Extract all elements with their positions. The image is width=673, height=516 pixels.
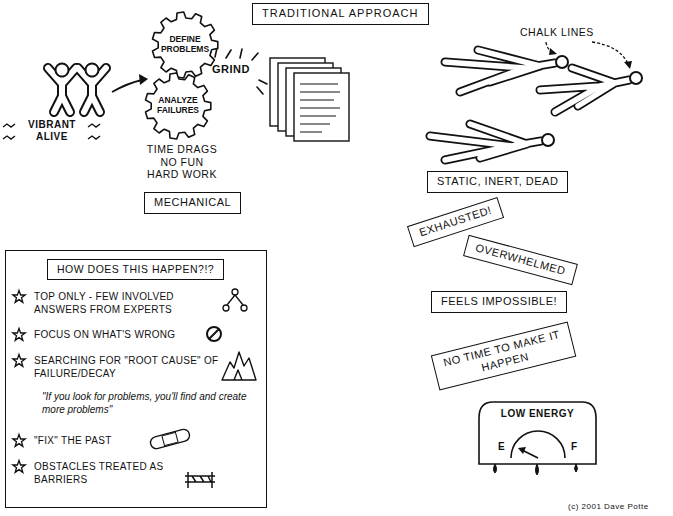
no-sign-ring bbox=[207, 327, 221, 341]
no-sign-icon bbox=[207, 327, 221, 341]
chalk-inner bbox=[430, 124, 541, 160]
title-box: TRADITIONAL APPROACH bbox=[252, 3, 429, 25]
chalk-head bbox=[542, 134, 554, 146]
list-item: SEARCHING FOR "ROOT CAUSE" OF FAILURE/DE… bbox=[34, 355, 219, 380]
needle-head bbox=[518, 447, 526, 454]
note-label: CHALK LINES bbox=[520, 26, 594, 39]
paper-sheet bbox=[294, 73, 349, 141]
gear-text: ANALYZE FAILURES bbox=[153, 96, 203, 116]
hierarchy-dot bbox=[241, 305, 247, 311]
gear-body bbox=[153, 12, 218, 78]
gauge-drips bbox=[494, 464, 578, 475]
bullet-star bbox=[13, 435, 25, 447]
list-item: "FIX" THE PAST bbox=[34, 435, 144, 448]
chalk-outline bbox=[540, 68, 629, 112]
grind-sparks bbox=[204, 48, 267, 94]
chalk-inner bbox=[445, 50, 555, 92]
tilted-band: NO TIME TO MAKE IT HAPPEN bbox=[431, 321, 576, 390]
hierarchy-lines bbox=[227, 295, 243, 305]
flow-arrow bbox=[112, 80, 142, 92]
label-box: FEELS IMPOSSIBLE! bbox=[431, 291, 567, 313]
paper-stack bbox=[270, 58, 349, 141]
chalk-outlines bbox=[430, 50, 642, 160]
mechanical-box: MECHANICAL bbox=[144, 192, 241, 214]
list-panel: TOP ONLY - FEW INVOLVED ANSWERS FROM EXP… bbox=[5, 250, 267, 508]
note-label: VIBRANT ALIVE bbox=[18, 119, 86, 143]
list-item: "If you look for problems, you'll find a… bbox=[42, 391, 252, 416]
paper-scribbles bbox=[300, 84, 340, 132]
arrow-head bbox=[139, 74, 148, 85]
hierarchy-dot bbox=[223, 305, 229, 311]
chalk-head bbox=[556, 56, 568, 68]
box-text: MECHANICAL bbox=[154, 196, 231, 210]
gauge-text: LOW ENERGY bbox=[475, 408, 600, 419]
heading-box: HOW DOES THIS HAPPEN?!? bbox=[47, 259, 224, 280]
hierarchy-dot bbox=[232, 289, 238, 295]
figure-head bbox=[56, 64, 69, 77]
box-text: EXHAUSTED! bbox=[418, 204, 494, 240]
figure-head bbox=[86, 64, 99, 77]
bandage-pad bbox=[162, 432, 178, 445]
bullet-star bbox=[13, 461, 25, 473]
chalk-head bbox=[630, 72, 642, 84]
bullet-stars bbox=[13, 291, 25, 473]
people-figures bbox=[48, 64, 106, 113]
bandage-icon bbox=[149, 428, 191, 450]
gauge-text: E bbox=[498, 441, 505, 452]
gear-shape: ANALYZE FAILURES bbox=[143, 71, 213, 141]
energy-gauge: LOW ENERGY E F bbox=[475, 398, 600, 478]
chalk-inner bbox=[540, 68, 629, 112]
title-text: TRADITIONAL APPROACH bbox=[262, 7, 419, 19]
leader-line bbox=[592, 42, 628, 64]
no-sign-slash bbox=[209, 329, 219, 339]
gauge-text: F bbox=[571, 441, 578, 452]
box-text: STATIC, INERT, DEAD bbox=[437, 175, 558, 189]
box-text: NO TIME TO MAKE IT HAPPEN bbox=[441, 328, 565, 384]
chalk-outline bbox=[445, 50, 555, 92]
bullet-star bbox=[13, 291, 25, 303]
gauge-dial bbox=[511, 431, 565, 458]
chalk-outline bbox=[430, 124, 541, 160]
barrier-icon bbox=[185, 472, 215, 488]
bullet-star bbox=[13, 355, 25, 367]
box-text: OVERWHELMED bbox=[474, 241, 567, 278]
bandage-strip bbox=[149, 428, 191, 450]
list-item: OBSTACLES TREATED AS BARRIERS bbox=[34, 461, 204, 486]
gear-text: DEFINE PROBLEMS bbox=[160, 35, 210, 55]
gauge-needle bbox=[522, 450, 538, 458]
bullet-star bbox=[13, 329, 25, 341]
note-label: GRIND bbox=[212, 63, 250, 76]
list-item: FOCUS ON WHAT'S WRONG bbox=[34, 329, 206, 342]
box-text: HOW DOES THIS HAPPEN?!? bbox=[57, 263, 214, 276]
tilted-band: OVERWHELMED bbox=[463, 235, 577, 285]
decay-icon bbox=[222, 352, 256, 380]
arrow-head bbox=[624, 61, 632, 69]
note-label: (c) 2001 Dave Potte bbox=[568, 502, 649, 512]
gear-shape: DEFINE PROBLEMS bbox=[150, 10, 220, 80]
note-label: TIME DRAGS NO FUN HARD WORK bbox=[146, 143, 218, 181]
box-text: FEELS IMPOSSIBLE! bbox=[441, 295, 557, 309]
hierarchy-icon bbox=[223, 289, 247, 311]
list-item: TOP ONLY - FEW INVOLVED ANSWERS FROM EXP… bbox=[34, 291, 206, 316]
gear-body bbox=[146, 73, 211, 139]
label-box: STATIC, INERT, DEAD bbox=[427, 171, 568, 193]
arrow-head bbox=[549, 48, 557, 55]
tilted-band: EXHAUSTED! bbox=[407, 197, 504, 247]
